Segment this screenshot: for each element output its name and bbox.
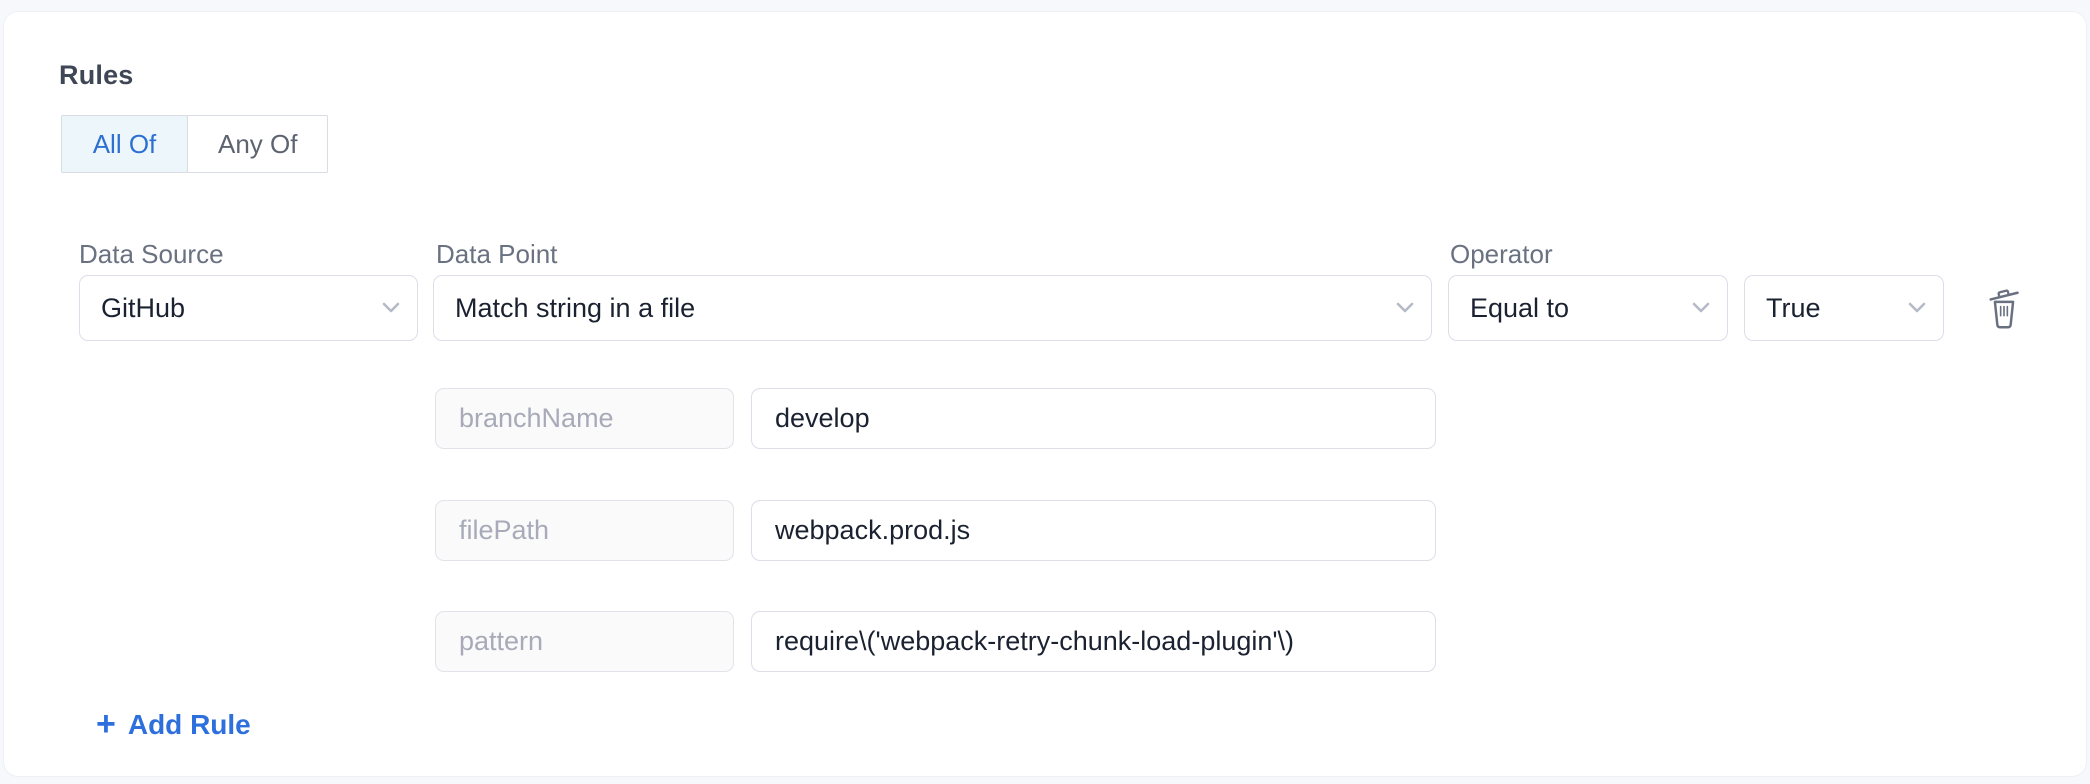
add-rule-label: Add Rule [127, 709, 251, 740]
plus-icon: + [96, 705, 116, 743]
data-source-label: Data Source [79, 239, 224, 269]
param-input-pattern[interactable] [751, 611, 1436, 672]
chevron-down-icon [1908, 302, 1926, 313]
chevron-down-icon [382, 302, 400, 313]
add-rule-button[interactable]: + Add Rule [96, 705, 251, 743]
delete-rule-button[interactable] [1979, 284, 2029, 334]
param-name-branchname: branchName [435, 388, 734, 449]
toggle-any-of[interactable]: Any Of [187, 115, 329, 173]
data-source-value: GitHub [101, 292, 186, 323]
operator-select[interactable]: Equal to [1448, 275, 1728, 341]
param-name-pattern: pattern [435, 611, 734, 672]
toggle-all-of-label: All Of [92, 128, 157, 159]
operator-value: Equal to [1470, 292, 1570, 323]
data-point-label: Data Point [436, 239, 558, 269]
toggle-any-of-label: Any Of [218, 128, 298, 159]
data-source-select[interactable]: GitHub [79, 275, 418, 341]
chevron-down-icon [1396, 302, 1414, 313]
param-input-branchname[interactable] [751, 388, 1436, 449]
expected-value-select[interactable]: True [1744, 275, 1944, 341]
match-mode-toggle: All Of Any Of [61, 115, 329, 173]
data-point-value: Match string in a file [455, 292, 696, 323]
toggle-all-of[interactable]: All Of [61, 115, 188, 173]
chevron-down-icon [1692, 302, 1710, 313]
operator-label: Operator [1450, 239, 1553, 269]
param-name-filepath: filePath [435, 500, 734, 561]
data-point-select[interactable]: Match string in a file [433, 275, 1432, 341]
rules-card: Rules All Of Any Of Data Source Data Poi… [4, 12, 2086, 776]
rules-title: Rules [59, 60, 134, 90]
param-input-filepath[interactable] [751, 500, 1436, 561]
expected-value: True [1766, 292, 1821, 323]
trash-icon [1989, 289, 2019, 329]
